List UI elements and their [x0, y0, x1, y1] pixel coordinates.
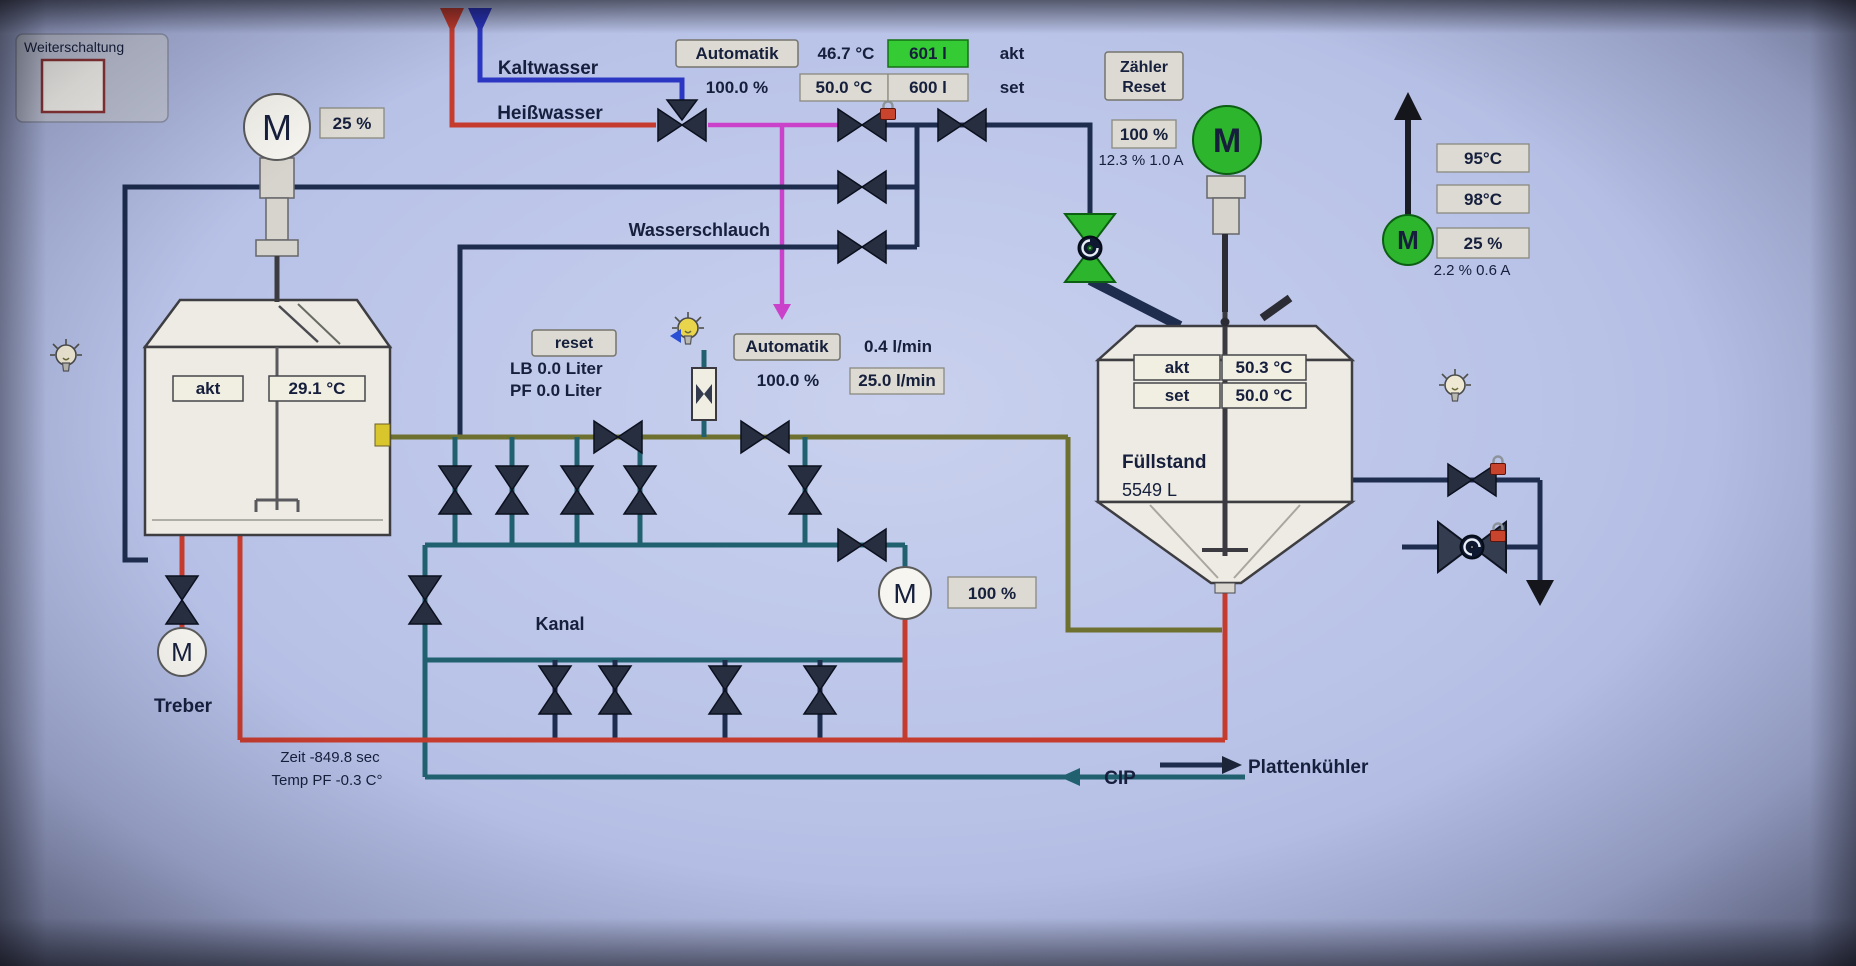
- valve-manifold-2[interactable]: [495, 465, 529, 515]
- water-valve-percent: 100.0 %: [706, 78, 768, 97]
- valve-kanal-3[interactable]: [708, 665, 742, 715]
- valve-manifold-3[interactable]: [560, 465, 594, 515]
- hot-water-arrow-icon: [440, 8, 464, 34]
- drain-pipes: [552, 660, 1222, 768]
- valve-kanal-2[interactable]: [598, 665, 632, 715]
- treber-motor[interactable]: M: [157, 627, 207, 677]
- svg-text:29.1 °C: 29.1 °C: [289, 379, 346, 398]
- cold-water-arrow-icon: [468, 8, 492, 34]
- fuellstand-value: 5549 L: [1122, 480, 1177, 500]
- pf-counter-text: PF 0.0 Liter: [510, 381, 602, 400]
- outlet-temp1: 95°C: [1464, 149, 1502, 168]
- valve-manifold-5[interactable]: [788, 465, 822, 515]
- kanal-pump-percent: 100 %: [968, 584, 1016, 603]
- lock-icon-outlet-pump: [1489, 522, 1507, 543]
- zaehler-reset-line2: Reset: [1122, 79, 1166, 96]
- valve-manifold-4[interactable]: [623, 465, 657, 515]
- cip-label: CIP: [1104, 768, 1136, 789]
- water-temp-set: 50.0 °C: [816, 78, 873, 97]
- zeit-text: Zeit -849.8 sec: [280, 749, 380, 766]
- svg-text:50.3 °C: 50.3 °C: [1236, 358, 1293, 377]
- automatik-water-label: Automatik: [695, 44, 779, 63]
- transfer-pump[interactable]: [1063, 212, 1117, 284]
- pump-to-tank-pipe: [1087, 275, 1183, 331]
- left-tank: [142, 298, 393, 537]
- weiterschaltung-label: Weiterschaltung: [24, 39, 124, 55]
- right-tank-motor[interactable]: M: [1192, 105, 1262, 312]
- flow-meter[interactable]: [691, 367, 717, 421]
- svg-text:set: set: [1165, 386, 1190, 405]
- svg-text:M: M: [262, 107, 292, 148]
- temp-pf-text: Temp PF -0.3 C°: [271, 772, 382, 789]
- transfer-pump-percent: 100 %: [1120, 125, 1168, 144]
- outlet-arrow-up-icon: [1394, 92, 1422, 120]
- valve-water-main-2[interactable]: [937, 108, 987, 142]
- valve-water-branch-2[interactable]: [837, 230, 887, 264]
- valve-kanal-4[interactable]: [803, 665, 837, 715]
- lock-icon-outlet-valve: [1489, 455, 1507, 476]
- valve-manifold-1[interactable]: [438, 465, 472, 515]
- alarm-bulb-left-icon[interactable]: [49, 338, 83, 372]
- flow-rate-akt: 0.4 l/min: [864, 337, 932, 356]
- valve-water-branch-1[interactable]: [837, 170, 887, 204]
- valve-manifold-6[interactable]: [837, 528, 887, 562]
- fuellstand-label: Füllstand: [1122, 452, 1206, 473]
- weiterschaltung-panel: Weiterschaltung: [15, 33, 169, 123]
- wasserschlauch-arrow-icon: [773, 304, 791, 320]
- right-tank: [1094, 294, 1356, 594]
- water-temp-akt: 46.7 °C: [818, 44, 875, 63]
- lb-counter-text: LB 0.0 Liter: [510, 359, 603, 378]
- cip-arrow-icon: [1060, 768, 1080, 786]
- outlet-pump-locked[interactable]: [1436, 520, 1508, 574]
- valve-outlet-locked[interactable]: [1447, 463, 1497, 497]
- left-tank-display: akt 29.1 °C: [172, 375, 366, 402]
- treber-valve[interactable]: [165, 575, 199, 625]
- plattenkuehler-label: Plattenkühler: [1248, 757, 1369, 778]
- zaehler-reset-line1: Zähler: [1120, 59, 1168, 76]
- outlet-motor[interactable]: M: [1382, 214, 1434, 266]
- water-volume-set: 600 l: [909, 78, 947, 97]
- wasserschlauch-label: Wasserschlauch: [629, 220, 770, 240]
- left-tank-motor[interactable]: M: [243, 93, 311, 302]
- kanal-label: Kanal: [535, 614, 584, 634]
- valve-drain-1[interactable]: [408, 575, 442, 625]
- left-motor-percent: 25 %: [333, 114, 372, 133]
- svg-text:akt: akt: [196, 379, 221, 398]
- kanal-pump-motor[interactable]: M: [878, 566, 932, 620]
- weiterschaltung-button[interactable]: [40, 58, 106, 114]
- water-volume-akt: 601 l: [909, 44, 947, 63]
- level-sensor: [374, 423, 391, 447]
- set-label: set: [1000, 78, 1025, 97]
- valve-transfer-2[interactable]: [740, 420, 790, 454]
- valve-water-main[interactable]: [837, 108, 887, 142]
- plattenkuehler-arrow-icon: [1222, 756, 1242, 774]
- outlet-temp2: 98°C: [1464, 190, 1502, 209]
- svg-text:M: M: [893, 578, 916, 609]
- svg-text:M: M: [171, 637, 193, 667]
- mixed-water-pipe: [708, 122, 838, 306]
- svg-text:akt: akt: [1165, 358, 1190, 377]
- akt-label: akt: [1000, 44, 1025, 63]
- valve-kanal-1[interactable]: [538, 665, 572, 715]
- outlet-arrow-down-icon: [1526, 580, 1554, 606]
- flow-percent: 100.0 %: [757, 371, 819, 390]
- heisswasser-label: Heißwasser: [497, 103, 603, 124]
- water-mixing-valve[interactable]: [657, 99, 707, 142]
- blue-marker-icon: [670, 329, 681, 343]
- svg-text:50.0 °C: 50.0 °C: [1236, 386, 1293, 405]
- lock-icon-water-valve: [879, 100, 897, 121]
- svg-text:M: M: [1397, 225, 1419, 255]
- treber-label: Treber: [154, 696, 213, 717]
- kaltwasser-label: Kaltwasser: [498, 58, 599, 79]
- flow-rate-set: 25.0 l/min: [858, 371, 935, 390]
- outlet-motor-detail: 2.2 % 0.6 A: [1434, 262, 1511, 279]
- svg-text:M: M: [1213, 122, 1241, 160]
- outlet-motor-percent: 25 %: [1464, 234, 1503, 253]
- alarm-bulb-right-icon[interactable]: [1438, 368, 1472, 402]
- automatik-flow-label: Automatik: [745, 337, 829, 356]
- reset-button-label: reset: [555, 335, 594, 352]
- transfer-pump-detail: 12.3 % 1.0 A: [1098, 152, 1183, 169]
- valve-transfer-1[interactable]: [593, 420, 643, 454]
